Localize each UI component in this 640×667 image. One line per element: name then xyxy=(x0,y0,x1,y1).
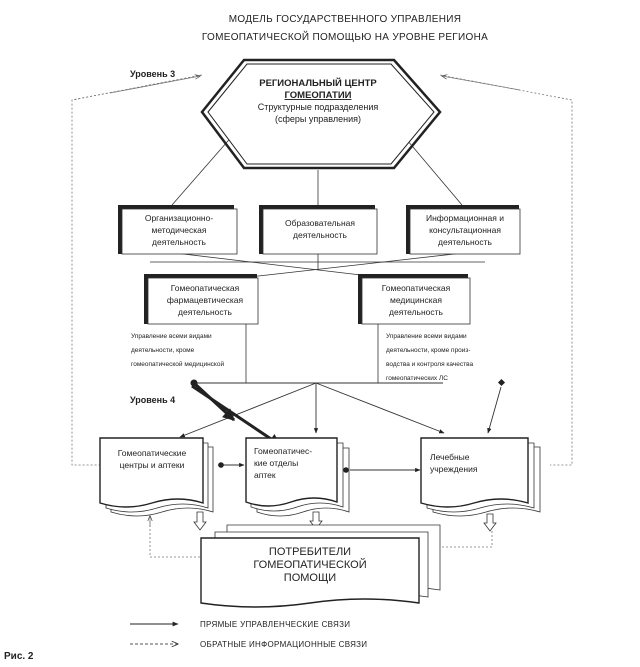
level-4-label: Уровень 4 xyxy=(130,395,175,405)
link-dot-right xyxy=(343,467,349,473)
feedback-arrow-right xyxy=(442,76,521,91)
diagram-title-line1: МОДЕЛЬ ГОСУДАРСТВЕННОГО УПРАВЛЕНИЯ xyxy=(229,14,461,25)
center-subtitle-line1: Структурные подразделения xyxy=(258,102,379,112)
activity-box-pharmacy: Гомеопатическая фармацевтическая деятель… xyxy=(144,274,259,325)
org-line2: методическая xyxy=(152,225,207,235)
thick-direct-arrows xyxy=(190,379,281,447)
bus-arrows xyxy=(179,382,445,438)
unit-centers-pharmacies: Гомеопатические центры и аптеки xyxy=(99,437,214,517)
note-right-line2: деятельности, кроме произ- xyxy=(386,347,471,354)
med-line2: медицинская xyxy=(390,295,442,305)
pharm-line3: деятельность xyxy=(178,307,232,317)
info-line1: Информационная и xyxy=(426,213,504,223)
unit-pharmacy-departments: Гомеопатичес- кие отделы аптек xyxy=(245,437,350,517)
activity-box-info-consult: Информационная и консультационная деятел… xyxy=(406,205,521,255)
med-line1: Гомеопатическая xyxy=(382,283,451,293)
consumers-line1: ПОТРЕБИТЕЛИ xyxy=(269,546,351,558)
diagram-title-line2: ГОМЕОПАТИЧЕСКОЙ ПОМОЩЬЮ НА УРОВНЕ РЕГИОН… xyxy=(202,30,488,43)
note-right: Управление всеми видами деятельности, кр… xyxy=(386,333,473,382)
org-line3: деятельность xyxy=(152,237,206,247)
info-line2: консультационная xyxy=(429,225,501,235)
feedback-arrow-left xyxy=(109,76,200,94)
clinics-line1: Лечебные xyxy=(430,452,470,462)
centers-line1: Гомеопатические xyxy=(118,448,187,458)
activity-box-medical: Гомеопатическая медицинская деятельность xyxy=(358,274,471,325)
centers-line2: центры и аптеки xyxy=(120,460,185,470)
consumers-line3: ПОМОЩИ xyxy=(284,572,336,584)
consumers-box: ПОТРЕБИТЕЛИ ГОМЕОПАТИЧЕСКОЙ ПОМОЩИ xyxy=(200,524,441,608)
note-right-line1: Управление всеми видами xyxy=(386,333,467,340)
note-left: Управление всеми видами деятельности, кр… xyxy=(131,333,224,368)
note-left-line3: гомеопатической медицинской xyxy=(131,360,224,368)
activity-box-education: Образовательная деятельность xyxy=(259,205,378,255)
pharm-line1: Гомеопатическая xyxy=(171,283,240,293)
clinics-line2: учреждения xyxy=(430,464,478,474)
row2-verticals xyxy=(245,324,379,383)
outer-feedback-loop xyxy=(71,74,573,466)
note-left-line1: Управление всеми видами xyxy=(131,333,212,340)
pharm-line2: фармацевтическая xyxy=(167,295,244,305)
legend: ПРЯМЫЕ УПРАВЛЕНЧЕСКИЕ СВЯЗИ ОБРАТНЫЕ ИНФ… xyxy=(130,620,367,649)
org-line1: Организационно- xyxy=(145,213,214,223)
note-right-line3: водства и контроля качества xyxy=(386,361,473,368)
level-3-label: Уровень 3 xyxy=(130,69,175,79)
unit-clinics: Лечебные учреждения xyxy=(420,437,541,517)
clinic-link xyxy=(487,378,506,434)
center-title-line2: ГОМЕОПАТИИ xyxy=(285,90,352,101)
edu-line2: деятельность xyxy=(293,230,347,240)
link-dot-left xyxy=(218,462,224,468)
regional-center-hexagon: РЕГИОНАЛЬНЫЙ ЦЕНТР ГОМЕОПАТИИ Структурны… xyxy=(200,58,442,170)
note-left-line2: деятельности, кроме xyxy=(131,347,195,354)
consumers-line2: ГОМЕОПАТИЧЕСКОЙ xyxy=(253,558,366,571)
activity-box-org-method: Организационно- методическая деятельност… xyxy=(118,205,238,255)
info-line3: деятельность xyxy=(438,237,492,247)
edu-line1: Образовательная xyxy=(285,218,355,228)
departments-line2: кие отделы xyxy=(254,458,298,468)
figure-label: Рис. 2 xyxy=(4,651,34,662)
consumer-feedback-links xyxy=(149,520,493,558)
center-subtitle-line2: (сферы управления) xyxy=(275,114,361,124)
departments-line1: Гомеопатичес- xyxy=(254,446,312,456)
legend-direct-label: ПРЯМЫЕ УПРАВЛЕНЧЕСКИЕ СВЯЗИ xyxy=(200,620,350,629)
med-line3: деятельность xyxy=(389,307,443,317)
note-right-line4: гомеопатических ЛС xyxy=(386,375,448,382)
departments-line3: аптек xyxy=(254,470,276,480)
legend-feedback-label: ОБРАТНЫЕ ИНФОРМАЦИОННЫЕ СВЯЗИ xyxy=(200,640,367,649)
center-title-line1: РЕГИОНАЛЬНЫЙ ЦЕНТР xyxy=(259,77,377,89)
